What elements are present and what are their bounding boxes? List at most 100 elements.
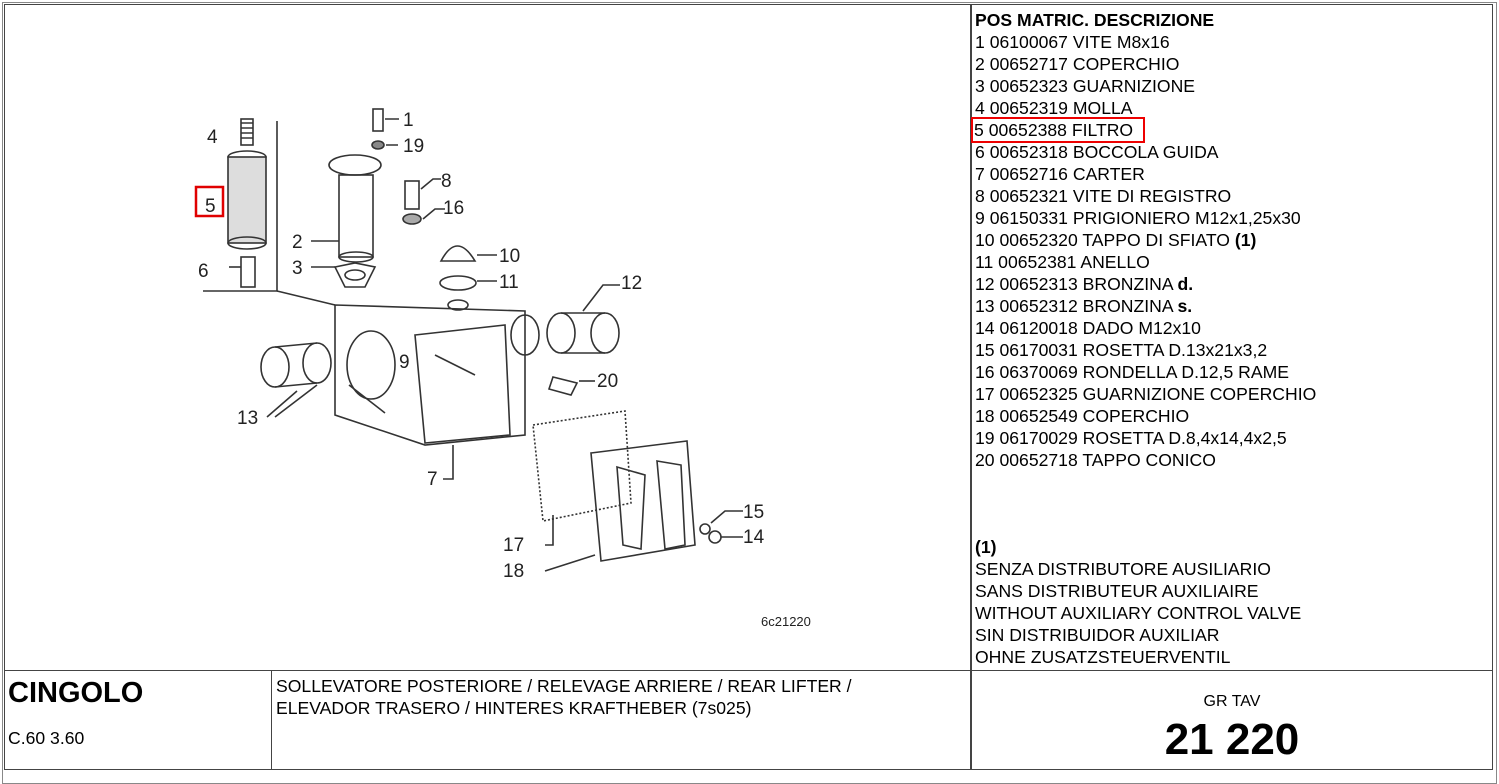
callout-7: 7 [427, 469, 438, 490]
part-text: GUARNIZIONE COPERCHIO [1082, 384, 1317, 404]
part-pos: 8 [975, 186, 985, 206]
callout-12: 12 [621, 273, 642, 294]
part-code: 00652381 [998, 252, 1077, 272]
part-row[interactable]: 16 06370069 RONDELLA D.12,5 RAME [975, 361, 1489, 383]
model-list: C.60 3.60 [8, 728, 85, 748]
spring-part [240, 118, 254, 146]
callout-4: 4 [207, 127, 218, 148]
callout-16: 16 [443, 198, 464, 219]
footnote-line: SENZA DISTRIBUTORE AUSILIARIO [975, 559, 1271, 579]
part-code: 06170029 [999, 428, 1078, 448]
part-code: 06100067 [989, 32, 1068, 52]
part-code: 00652312 [999, 296, 1078, 316]
part-text: ROSETTA D.13x21x3,2 [1082, 340, 1268, 360]
part-row[interactable]: 14 06120018 DADO M12x10 [975, 317, 1489, 339]
part-code: 00652325 [999, 384, 1078, 404]
model-cell: CINGOLO C.60 3.60 [4, 670, 272, 770]
part-row[interactable]: 11 00652381 ANELLO [975, 251, 1489, 273]
part-pos: 19 [975, 428, 995, 448]
part-code: 06150331 [989, 208, 1068, 228]
part-text: GUARNIZIONE [1072, 76, 1196, 96]
part-pos: 10 [975, 230, 995, 250]
part-pos: 17 [975, 384, 995, 404]
part-pos: 18 [975, 406, 995, 426]
part-row[interactable]: 6 00652318 BOCCOLA GUIDA [975, 141, 1489, 163]
description-line: ELEVADOR TRASERO / HINTERES KRAFTHEBER (… [276, 698, 752, 718]
part-pos: 11 [975, 252, 994, 272]
exploded-diagram: 4 5 6 1 19 8 16 2 3 10 11 12 9 20 13 7 1… [4, 4, 971, 671]
part-row[interactable]: 10 00652320 TAPPO DI SFIATO (1) [975, 229, 1489, 251]
callout-10: 10 [499, 246, 520, 267]
callout-15: 15 [743, 502, 764, 523]
drawing-code: 6c21220 [761, 614, 811, 629]
description-line: SOLLEVATORE POSTERIORE / RELEVAGE ARRIER… [276, 676, 852, 696]
part-pos: 14 [975, 318, 995, 338]
part-row[interactable]: 18 00652549 COPERCHIO [975, 405, 1489, 427]
callout-8: 8 [441, 171, 452, 192]
part-code: 06120018 [999, 318, 1078, 338]
part-note: (1) [1234, 230, 1257, 250]
part-pos: 15 [975, 340, 995, 360]
part-pos: 16 [975, 362, 995, 382]
group-label: GR TAV [1203, 693, 1261, 710]
part-pos: 9 [975, 208, 985, 228]
part-text: VITE DI REGISTRO [1072, 186, 1232, 206]
part-text: DADO M12x10 [1082, 318, 1201, 338]
part-text: BRONZINA [1082, 296, 1173, 316]
part-row[interactable]: 8 00652321 VITE DI REGISTRO [975, 185, 1489, 207]
part-text: BRONZINA [1082, 274, 1173, 294]
part-row[interactable]: 17 00652325 GUARNIZIONE COPERCHIO [975, 383, 1489, 405]
part-text: RONDELLA D.12,5 RAME [1082, 362, 1289, 382]
part-code: 00652318 [989, 142, 1068, 162]
highlight-box-callout [194, 185, 225, 218]
part-note: s. [1177, 296, 1193, 316]
part-text: CARTER [1072, 164, 1145, 184]
brand-title: CINGOLO [8, 677, 144, 709]
part-text: COPERCHIO [1082, 406, 1190, 426]
part-pos: 4 [975, 98, 985, 118]
callout-18: 18 [503, 561, 524, 582]
part-row[interactable]: 7 00652716 CARTER [975, 163, 1489, 185]
part-row[interactable]: 12 00652313 BRONZINA d. [975, 273, 1489, 295]
group-number: 21 220 [1164, 715, 1300, 764]
part-pos: 5 [974, 120, 984, 140]
callout-3: 3 [292, 258, 303, 279]
group-table-cell: GR TAV 21 220 [971, 670, 1493, 770]
diagram-drawing: 4 5 6 1 19 8 16 2 3 10 11 12 9 20 13 7 1… [194, 108, 811, 629]
callout-2: 2 [292, 232, 303, 253]
part-row[interactable]: 3 00652323 GUARNIZIONE [975, 75, 1489, 97]
part-code: 00652319 [989, 98, 1068, 118]
part-text: VITE M8x16 [1072, 32, 1170, 52]
callout-6: 6 [198, 261, 209, 282]
callout-14: 14 [743, 527, 765, 548]
part-code: 00652320 [999, 230, 1078, 250]
part-pos: 1 [975, 32, 985, 52]
part-pos: 6 [975, 142, 985, 162]
part-code: 00652718 [999, 450, 1078, 470]
callout-19: 19 [403, 136, 424, 157]
part-row[interactable]: 15 06170031 ROSETTA D.13x21x3,2 [975, 339, 1489, 361]
footnote-line: SIN DISTRIBUIDOR AUXILIAR [975, 625, 1220, 645]
part-code: 00652321 [989, 186, 1068, 206]
part-code: 00652716 [989, 164, 1068, 184]
part-row[interactable]: 4 00652319 MOLLA [975, 97, 1489, 119]
part-row[interactable]: 20 00652718 TAPPO CONICO [975, 449, 1489, 471]
part-row[interactable]: 2 00652717 COPERCHIO [975, 53, 1489, 75]
footnote: (1) SENZA DISTRIBUTORE AUSILIARIO SANS D… [975, 536, 1301, 668]
part-text: TAPPO DI SFIATO [1082, 230, 1230, 250]
part-text: FILTRO [1071, 120, 1134, 140]
parts-list-header: POS MATRIC. DESCRIZIONE [975, 10, 1215, 30]
footnote-line: WITHOUT AUXILIARY CONTROL VALVE [975, 603, 1302, 623]
part-row[interactable]: 5 00652388 FILTRO [970, 117, 1489, 143]
part-row[interactable]: 19 06170029 ROSETTA D.8,4x14,4x2,5 [975, 427, 1489, 449]
footnote-marker: (1) [975, 537, 997, 557]
footnote-line: OHNE ZUSATZSTEUERVENTIL [975, 647, 1231, 667]
part-note: d. [1177, 274, 1194, 294]
callout-1: 1 [403, 110, 414, 131]
part-text: BOCCOLA GUIDA [1072, 142, 1219, 162]
part-code: 00652388 [988, 120, 1067, 140]
callout-5[interactable]: 5 [205, 196, 216, 217]
part-row[interactable]: 13 00652312 BRONZINA s. [975, 295, 1489, 317]
part-row[interactable]: 1 06100067 VITE M8x16 [975, 31, 1489, 53]
part-row[interactable]: 9 06150331 PRIGIONIERO M12x1,25x30 [975, 207, 1489, 229]
